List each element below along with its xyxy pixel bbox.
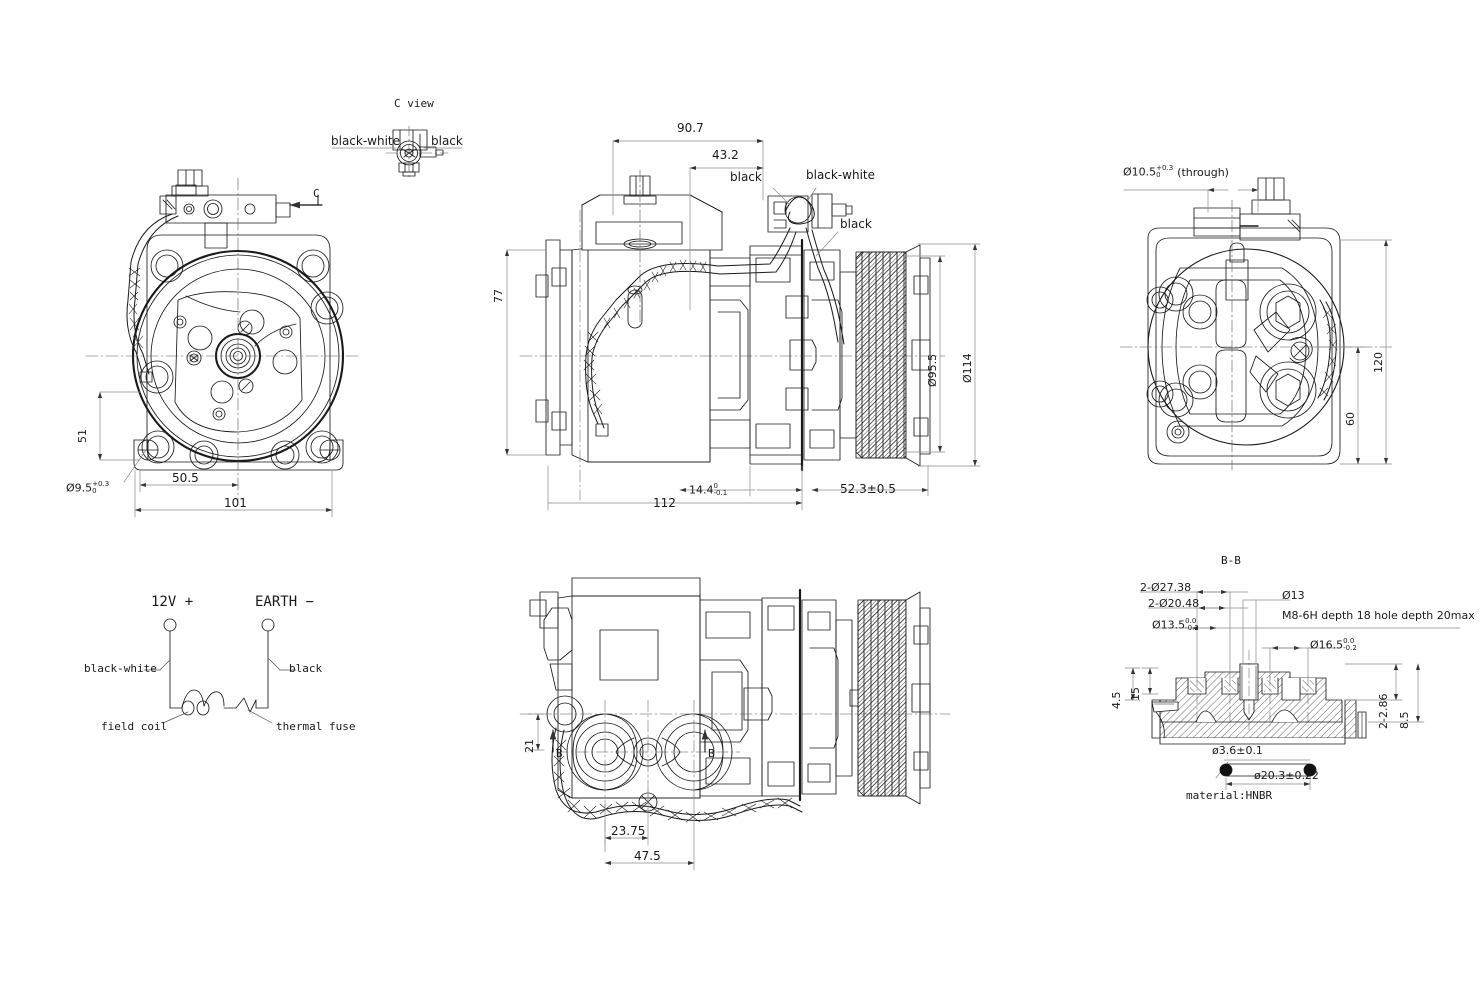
bb-16-5-tol-lower: -0.2 — [1343, 643, 1357, 652]
c-view-label-black: black — [431, 134, 463, 148]
view-left-dim-101: 101 — [224, 496, 247, 510]
front-dia-95-5: Ø95.5 — [926, 353, 939, 387]
wiring-component-left: field coil — [101, 720, 168, 733]
bottom-section-mark-right: B — [708, 747, 715, 760]
view-left-arrow-label: C — [313, 187, 320, 200]
view-front-dims — [504, 138, 981, 511]
bb-note-13: Ø13 — [1282, 589, 1305, 602]
front-dim-90-7: 90.7 — [677, 121, 704, 135]
right-dim-120: 120 — [1372, 352, 1385, 373]
oring-dia-cord: ø3.6±0.1 — [1212, 744, 1263, 757]
wiring-terminal-left: 12V + — [151, 594, 194, 610]
bb-dim-8-5: 8.5 — [1398, 711, 1411, 730]
bb-note-thread: M8-6H depth 18 hole depth 20max — [1282, 609, 1475, 622]
front-dim-112: 112 — [653, 496, 676, 510]
bb-13-5-value: Ø13.5 — [1152, 618, 1186, 632]
oring-material: material:HNBR — [1186, 789, 1273, 802]
right-hole-suffix: (through) — [1177, 165, 1229, 179]
bottom-dim-21: 21 — [523, 739, 536, 753]
view-bottom-dims — [527, 713, 695, 871]
dim-14-4-tol-upper: 0 — [713, 482, 718, 490]
wiring-schematic — [143, 618, 297, 724]
hole-tol-upper: +0.3 — [92, 480, 110, 488]
front-dim-43-2: 43.2 — [712, 148, 739, 162]
view-bottom-side — [519, 577, 951, 856]
wiring-terminal-right: EARTH − — [255, 594, 315, 610]
dim-14-4-tol-lower: -0.1 — [713, 488, 728, 497]
bb-16-5-tol-upper: 0.0 — [1343, 637, 1355, 645]
hole-tol-lower: 0 — [92, 486, 97, 495]
bottom-dim-47-5: 47.5 — [634, 849, 661, 863]
right-hole-tol-upper: +0.3 — [1156, 164, 1174, 172]
hole-dia-value: Ø9.5 — [66, 481, 93, 495]
c-view-label-black-white: black-white — [331, 134, 401, 148]
view-right-end — [1119, 177, 1393, 471]
wiring-wire-right: black — [289, 662, 323, 675]
bb-dim-4-5: 4.5 — [1110, 691, 1123, 710]
bb-note-2-27-38: 2-Ø27.38 — [1140, 581, 1192, 594]
bb-dim-2-286: 2-2.86 — [1377, 693, 1390, 729]
right-hole-tol-lower: 0 — [1156, 170, 1161, 179]
section-arrows-bb — [549, 729, 709, 753]
right-hole-dia: Ø10.5 — [1123, 165, 1157, 179]
oring-section — [1219, 763, 1317, 777]
bb-note-2-20-48: 2-Ø20.48 — [1148, 597, 1200, 610]
front-dia-114: Ø114 — [961, 353, 974, 383]
bottom-dim-23-75: 23.75 — [611, 824, 646, 838]
bb-13-5-tol-upper: 0.0 — [1185, 617, 1197, 625]
view-left-dims — [97, 391, 333, 518]
front-dim-52-3: 52.3±0.5 — [840, 482, 896, 496]
wiring-component-right: thermal fuse — [276, 720, 356, 733]
wiring-wire-left: black-white — [84, 662, 157, 675]
bb-dim-15: 15 — [1129, 687, 1142, 701]
view-left-dim-50-5: 50.5 — [172, 471, 199, 485]
section-bb-dims — [1124, 589, 1461, 791]
section-bb-title: B-B — [1221, 554, 1241, 567]
view-left-end — [85, 169, 361, 501]
view-front-side — [519, 169, 946, 501]
section-bb-geometry — [1151, 649, 1367, 745]
view-right-dims — [1123, 187, 1393, 465]
bb-13-5-tol-lower: -0.2 — [1185, 623, 1199, 632]
c-view-detail — [331, 125, 463, 179]
view-left-dim-51: 51 — [76, 429, 89, 443]
dim-14-4-value: 14.4 — [689, 483, 714, 497]
bb-16-5-value: Ø16.5 — [1310, 638, 1344, 652]
bottom-section-mark-left: B — [556, 747, 563, 760]
right-dim-60: 60 — [1344, 412, 1357, 426]
c-view-title: C view — [394, 97, 434, 110]
oring-dia-inner: ø20.3±0.22 — [1254, 769, 1319, 782]
front-dim-77: 77 — [492, 289, 505, 303]
front-label-black-white: black-white — [806, 168, 876, 182]
front-label-black-2: black — [840, 217, 872, 231]
front-label-black-1: black — [730, 170, 762, 184]
